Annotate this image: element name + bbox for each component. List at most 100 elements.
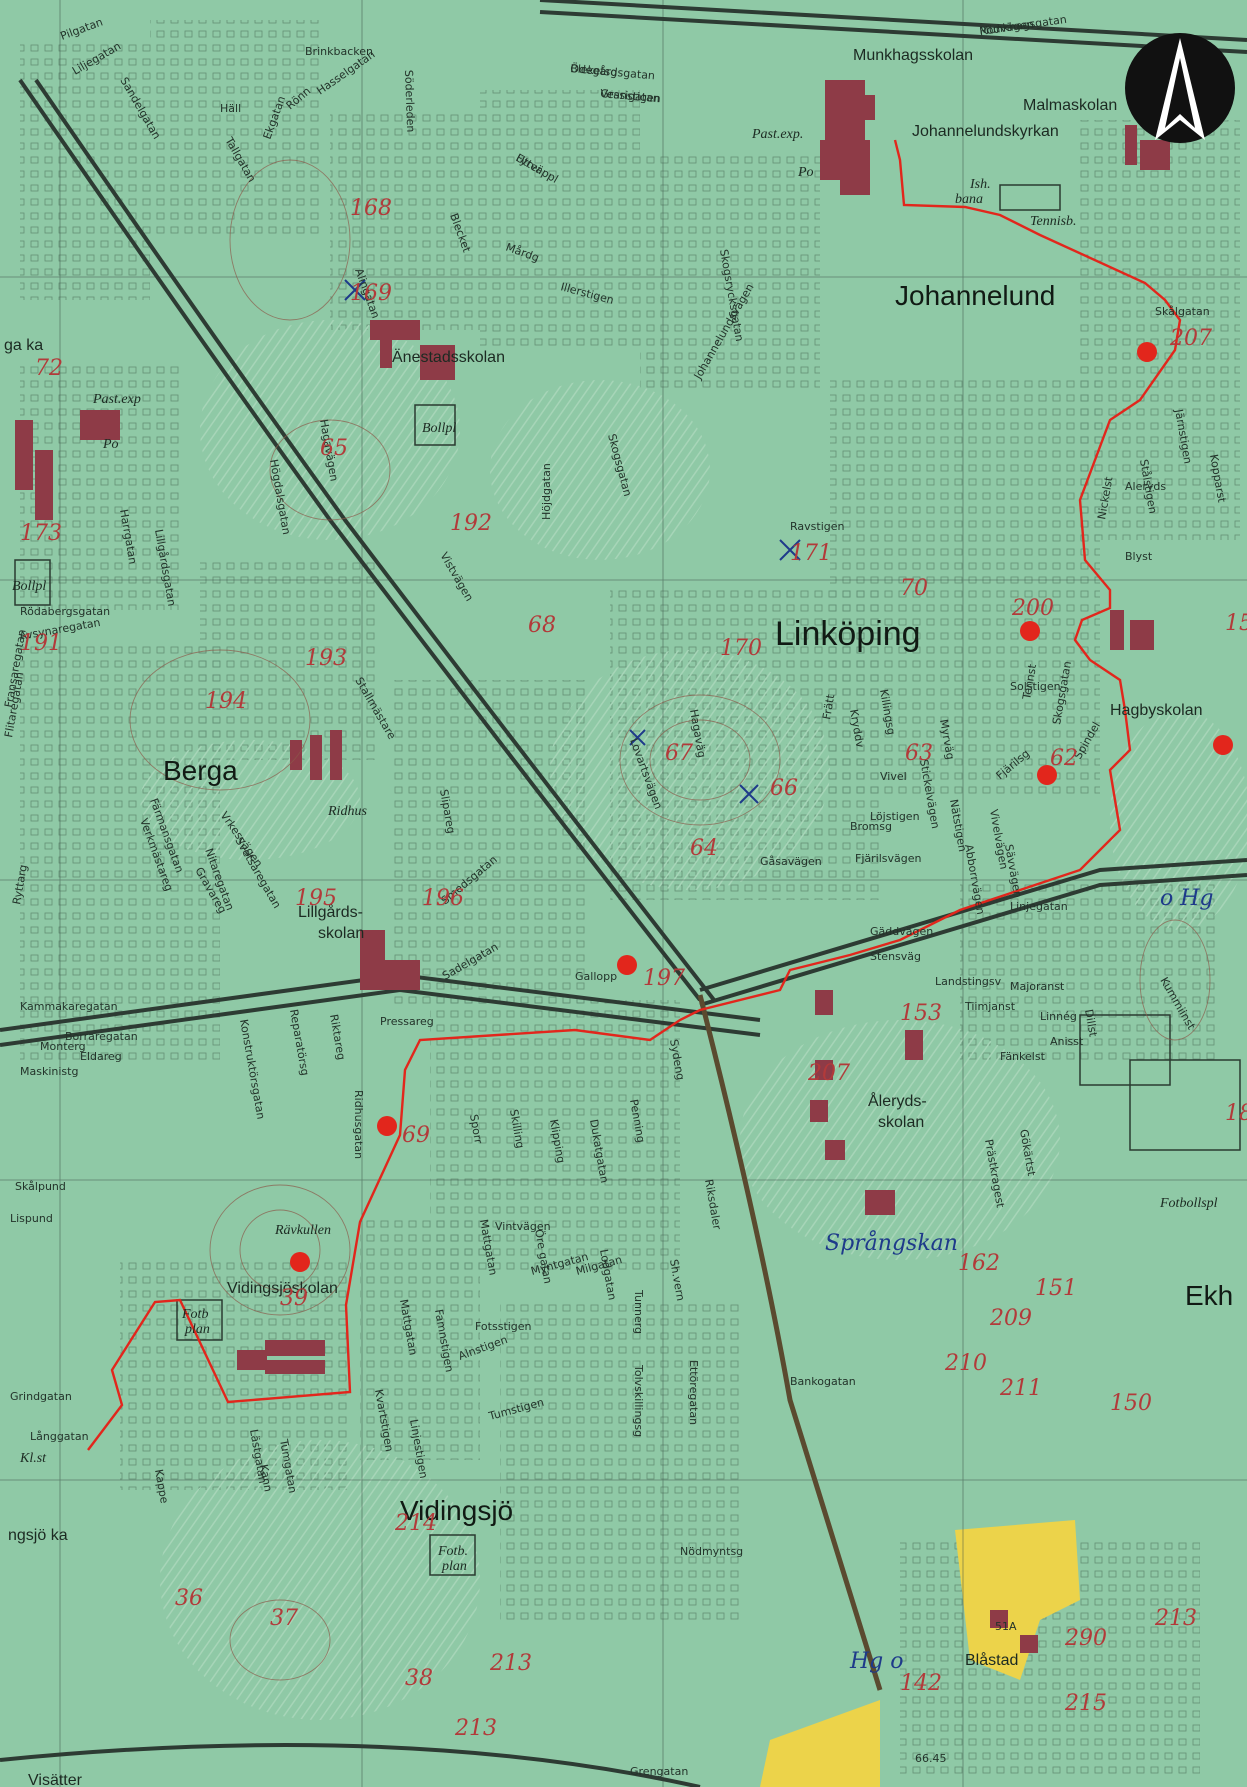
- handwritten-number: 210: [944, 1351, 987, 1376]
- handwritten-red-labels: 1681697265192687017117020020719419367646…: [20, 196, 1247, 1741]
- handwritten-number: 193: [305, 646, 347, 671]
- street-label: Löjstigen: [870, 810, 920, 823]
- buildings: [15, 80, 1170, 1653]
- street-label: Vintvägen: [495, 1220, 551, 1233]
- label-ish: Ish.: [969, 177, 991, 192]
- label-vidingsjoskolan: Vidingsjöskolan: [227, 1280, 338, 1297]
- street-label: Dillst: [1082, 1008, 1100, 1038]
- label-pastexp-1: Past.exp.: [751, 127, 803, 142]
- street-label: Frätt: [820, 693, 837, 721]
- handwritten-number: 69: [402, 1123, 430, 1148]
- label-blastad: Blåstad: [965, 1651, 1018, 1669]
- handwritten-number: 207: [1169, 326, 1212, 351]
- handwritten-number: 170: [720, 636, 762, 661]
- open-area: [955, 1520, 1080, 1680]
- label-tennisb: Tennisb.: [1030, 214, 1077, 229]
- street-label: Linjegatan: [1010, 900, 1068, 913]
- label-ngsjo-ka: ngsjö ka: [8, 1527, 68, 1544]
- handwritten-number: 192: [450, 511, 492, 536]
- control-7: [290, 1252, 310, 1272]
- handwritten-number: 142: [900, 1671, 942, 1696]
- handwritten-number: 171: [790, 541, 832, 566]
- street-label: Linnég: [1040, 1010, 1077, 1023]
- street-label: Stensväg: [870, 950, 921, 963]
- label-plan: plan: [184, 1322, 210, 1337]
- label-lillgards-skolan: skolan: [318, 925, 364, 942]
- street-label: Gåsavägen: [760, 855, 822, 868]
- street-label: Vivel: [880, 770, 907, 783]
- handwritten-number: 67: [665, 741, 693, 766]
- handwritten-number: 70: [900, 576, 928, 601]
- handwritten-note: o Hg: [1160, 886, 1214, 911]
- control-4: [1037, 765, 1057, 785]
- label-visatter: Visätter: [28, 1772, 83, 1787]
- street-label: Kammakaregatan: [20, 1000, 118, 1013]
- label-pastexp-2: Past.exp: [92, 392, 141, 407]
- forest-areas: [140, 320, 1247, 1720]
- handwritten-number: 209: [989, 1306, 1032, 1331]
- label-anestadsskolan: Änestadsskolan: [392, 348, 505, 366]
- label-fotbollspl: Fotbollspl: [1159, 1196, 1218, 1211]
- street-label: Pressareg: [380, 1015, 434, 1028]
- street-label: Brinkbacken: [305, 45, 373, 58]
- street-label: Skålpund: [15, 1180, 66, 1193]
- street-label: Skålgatan: [1155, 305, 1210, 318]
- street-label: Bleketsg: [570, 62, 618, 79]
- handwritten-number: 215: [1064, 1691, 1107, 1716]
- handwritten-number: 213: [489, 1651, 532, 1676]
- handwritten-number: 72: [35, 356, 63, 381]
- label-klst: Kl.st: [19, 1451, 47, 1466]
- place-ekh: Ekh: [1185, 1280, 1233, 1311]
- handwritten-number: 68: [528, 613, 556, 638]
- handwritten-number: 64: [690, 836, 718, 861]
- handwritten-number: 15: [1225, 611, 1247, 636]
- label-ga-ka: ga ka: [4, 337, 43, 354]
- street-label: Sporr: [467, 1113, 485, 1145]
- label-po-2: Po: [102, 437, 119, 452]
- contour-lines: [129, 159, 1211, 1681]
- street-label: Lispund: [10, 1212, 53, 1225]
- handwritten-number: 169: [350, 281, 392, 306]
- course-route: [87, 139, 1182, 1451]
- open-area-south: [760, 1700, 880, 1787]
- handwritten-number: 195: [295, 886, 337, 911]
- residential-areas: [20, 20, 1240, 1780]
- street-label: Fjärilsvägen: [855, 852, 921, 865]
- street-label: Söderleden: [402, 70, 417, 133]
- handwritten-number: 18: [1225, 1101, 1247, 1126]
- street-label: Ridhusgatan: [352, 1090, 365, 1159]
- control-2: [1020, 621, 1040, 641]
- label-6645: 66.45: [915, 1752, 947, 1765]
- handwritten-number: 214: [394, 1511, 437, 1536]
- label-munkhagsskolan: Munkhagsskolan: [853, 47, 973, 64]
- street-label: Aleryds: [1125, 480, 1166, 493]
- handwritten-number: 150: [1110, 1391, 1152, 1416]
- street-label: Tunnerg: [632, 1289, 645, 1334]
- label-fotb: Fotb: [181, 1307, 208, 1322]
- street-label: Ettöregatan: [687, 1360, 700, 1425]
- street-label: Granstigen: [600, 87, 662, 105]
- handwritten-number: 173: [20, 521, 62, 546]
- place-berga: Berga: [163, 755, 238, 786]
- street-label: Fänkelst: [1000, 1050, 1046, 1063]
- label-fotb-2: Fotb.: [437, 1544, 468, 1559]
- handwritten-note: Språngskan: [825, 1229, 958, 1256]
- label-bollpl-2: Bollpl: [12, 579, 46, 594]
- street-label: Häll: [220, 102, 241, 115]
- handwritten-number: 66: [770, 776, 798, 801]
- handwritten-number: 207: [807, 1061, 850, 1086]
- label-malmaskolan: Malmaskolan: [1023, 97, 1117, 114]
- handwritten-number: 38: [405, 1666, 433, 1691]
- north-arrow-icon: [1125, 33, 1235, 143]
- handwritten-number: 151: [1035, 1276, 1077, 1301]
- label-bollpl-1: Bollpl: [422, 421, 456, 436]
- street-label: Eldareg: [80, 1050, 122, 1063]
- street-label: Rödabergsgatan: [20, 605, 110, 618]
- handwritten-number: 153: [900, 1001, 942, 1026]
- handwritten-number: 62: [1050, 746, 1078, 771]
- handwritten-number: 36: [175, 1586, 203, 1611]
- street-label: Kann: [257, 1463, 275, 1493]
- street-label: Tiimjanst: [964, 1000, 1016, 1013]
